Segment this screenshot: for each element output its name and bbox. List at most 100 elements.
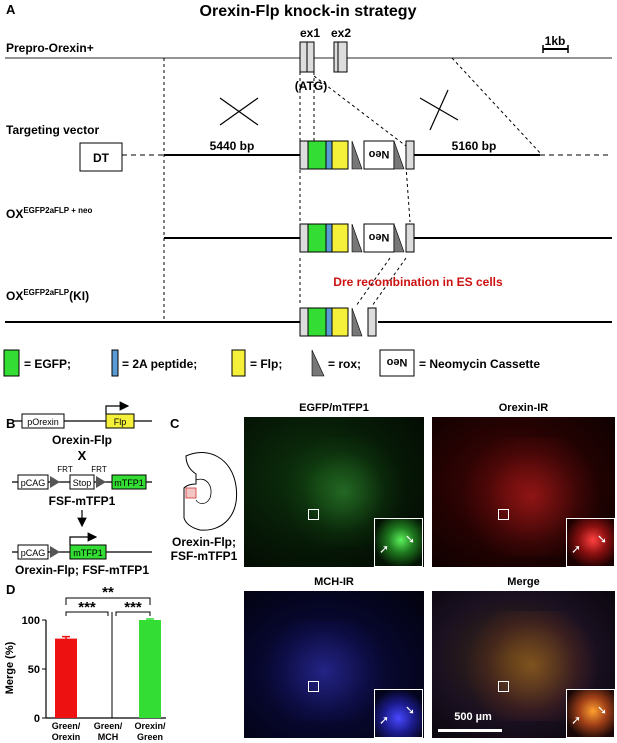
brain-label-line2: FSF-mTFP1 xyxy=(171,549,238,563)
neo-label-targeting: Neo xyxy=(368,148,389,160)
legend-neo-label: = Neomycin Cassette xyxy=(419,357,540,371)
x-tick-label-1-1: MCH xyxy=(98,732,119,742)
cross-symbol: X xyxy=(78,448,87,463)
exon1-label: ex1 xyxy=(300,26,320,40)
orexin-flp-construct xyxy=(14,401,152,429)
y-tick-label-0: 0 xyxy=(34,713,40,725)
roi-box-merge xyxy=(498,681,509,692)
micrograph-egfp: ➚➘ xyxy=(244,417,424,567)
row-label-ox-neo: OXEGFP2aFLP + neo xyxy=(6,206,92,221)
frt-label-1: FRT xyxy=(57,465,73,474)
panel-a-title: Orexin-Flp knock-in strategy xyxy=(200,3,417,20)
y-tick-label-1: 50 xyxy=(28,664,40,676)
scale-1kb-label: 1kb xyxy=(545,34,566,48)
significance-brackets xyxy=(65,597,151,718)
micrograph-merge: ➚➘ 500 µm xyxy=(432,591,615,738)
sig-label-left: *** xyxy=(78,599,96,616)
panel-title-egfp: EGFP/mTFP1 xyxy=(299,402,369,414)
error-bar-2 xyxy=(146,618,154,621)
atg-label: (ATG) xyxy=(295,79,327,93)
bar-series xyxy=(55,618,161,718)
inset-mch: ➚➘ xyxy=(374,689,423,738)
row-label-prepro: Prepro-Orexin+ xyxy=(6,41,94,55)
mtfp1-label-result: mTFP1 xyxy=(73,548,103,558)
roi-box-mch xyxy=(308,681,319,692)
scale-bar xyxy=(542,45,569,53)
inset-egfp: ➚➘ xyxy=(374,518,423,567)
legend-rox-label: = rox; xyxy=(328,357,361,371)
y-axis-label: Merge (%) xyxy=(4,641,16,694)
crossover-left xyxy=(219,97,259,126)
legend-neo-text: Neo xyxy=(386,356,407,368)
sig-label-right: *** xyxy=(124,599,142,616)
brain-section-schematic xyxy=(183,452,238,531)
panel-title-merge: Merge xyxy=(507,576,540,588)
fsf-mtfp1-label: FSF-mTFP1 xyxy=(49,494,116,508)
y-tick-label-2: 100 xyxy=(22,615,40,627)
error-bar-0 xyxy=(62,635,70,641)
sig-label-overall: ** xyxy=(102,584,114,601)
result-construct xyxy=(12,532,152,560)
y-axis-ticks: 0 50 100 xyxy=(22,615,46,725)
bar-2 xyxy=(139,620,161,718)
pcag-label: pCAG xyxy=(21,478,46,488)
ox-neo-cassette xyxy=(299,223,415,253)
exon1-box xyxy=(299,41,315,73)
flp-box-label: Flp xyxy=(114,417,127,427)
row-label-ox-ki: OXEGFP2aFLP(KI) xyxy=(6,288,89,303)
legend-flp-swatch xyxy=(231,349,246,377)
legend: = EGFP; = 2A peptide; = Flp; = rox; Neo … xyxy=(3,349,540,377)
inset-orexin: ➚➘ xyxy=(566,518,615,567)
scalebar-label: 500 µm xyxy=(454,711,492,723)
x-tick-label-1-0: Green/ xyxy=(94,721,123,731)
x-tick-label-2-0: Orexin/ xyxy=(134,721,166,731)
micrograph-scale-bar xyxy=(438,729,502,732)
panel-a-letter: A xyxy=(6,2,16,17)
exon2-label: ex2 xyxy=(331,26,351,40)
legend-egfp-swatch xyxy=(3,349,20,377)
roi-box-egfp xyxy=(308,509,319,520)
panel-d-letter: D xyxy=(6,582,15,597)
frt-label-2: FRT xyxy=(91,465,107,474)
exon2-box xyxy=(333,41,348,73)
x-tick-label-2-1: Green xyxy=(137,732,163,742)
ox-ki-cassette xyxy=(299,307,377,337)
roi-box-orexin xyxy=(498,509,509,520)
panel-title-orexin: Orexin-IR xyxy=(498,402,549,414)
pcag-label-result: pCAG xyxy=(21,548,46,558)
dre-recombination-label: Dre recombination in ES cells xyxy=(333,275,503,289)
brain-label-line1: Orexin-Flp; xyxy=(172,535,236,549)
x-tick-label-0-0: Green/ xyxy=(52,721,81,731)
legend-egfp-label: = EGFP; xyxy=(24,357,71,371)
alignment-dashes xyxy=(163,57,543,322)
orexin-flp-label: Orexin-Flp xyxy=(52,433,112,447)
right-arm-length: 5160 bp xyxy=(452,139,497,153)
dt-box xyxy=(79,142,123,172)
x-tick-label-0-1: Orexin xyxy=(52,732,81,742)
panel-c-letter: C xyxy=(170,416,180,431)
crossover-right xyxy=(419,89,459,131)
micrograph-mch: ➚➘ xyxy=(244,591,424,738)
dt-label: DT xyxy=(93,151,110,165)
left-arm-length: 5440 bp xyxy=(210,139,255,153)
micrograph-orexin: ➚➘ xyxy=(432,417,615,567)
stop-label: Stop xyxy=(73,478,92,488)
panel-title-mch: MCH-IR xyxy=(314,576,354,588)
bar-0 xyxy=(55,638,77,718)
inset-merge: ➚➘ xyxy=(566,689,615,738)
neo-label-ox: Neo xyxy=(368,231,389,243)
porexin-label: pOrexin xyxy=(27,417,59,427)
row-label-targeting: Targeting vector xyxy=(6,123,99,137)
legend-2a-swatch xyxy=(111,349,119,377)
fsf-mtfp1-construct xyxy=(12,474,152,490)
legend-flp-label: = Flp; xyxy=(250,357,282,371)
legend-rox-triangle xyxy=(311,349,325,377)
mtfp1-label: mTFP1 xyxy=(114,478,144,488)
targeting-cassette xyxy=(299,140,415,170)
result-label: Orexin-Flp; FSF-mTFP1 xyxy=(15,563,149,577)
panel-b-letter: B xyxy=(6,416,15,431)
legend-neo-box xyxy=(379,349,415,377)
legend-2a-label: = 2A peptide; xyxy=(122,357,197,371)
